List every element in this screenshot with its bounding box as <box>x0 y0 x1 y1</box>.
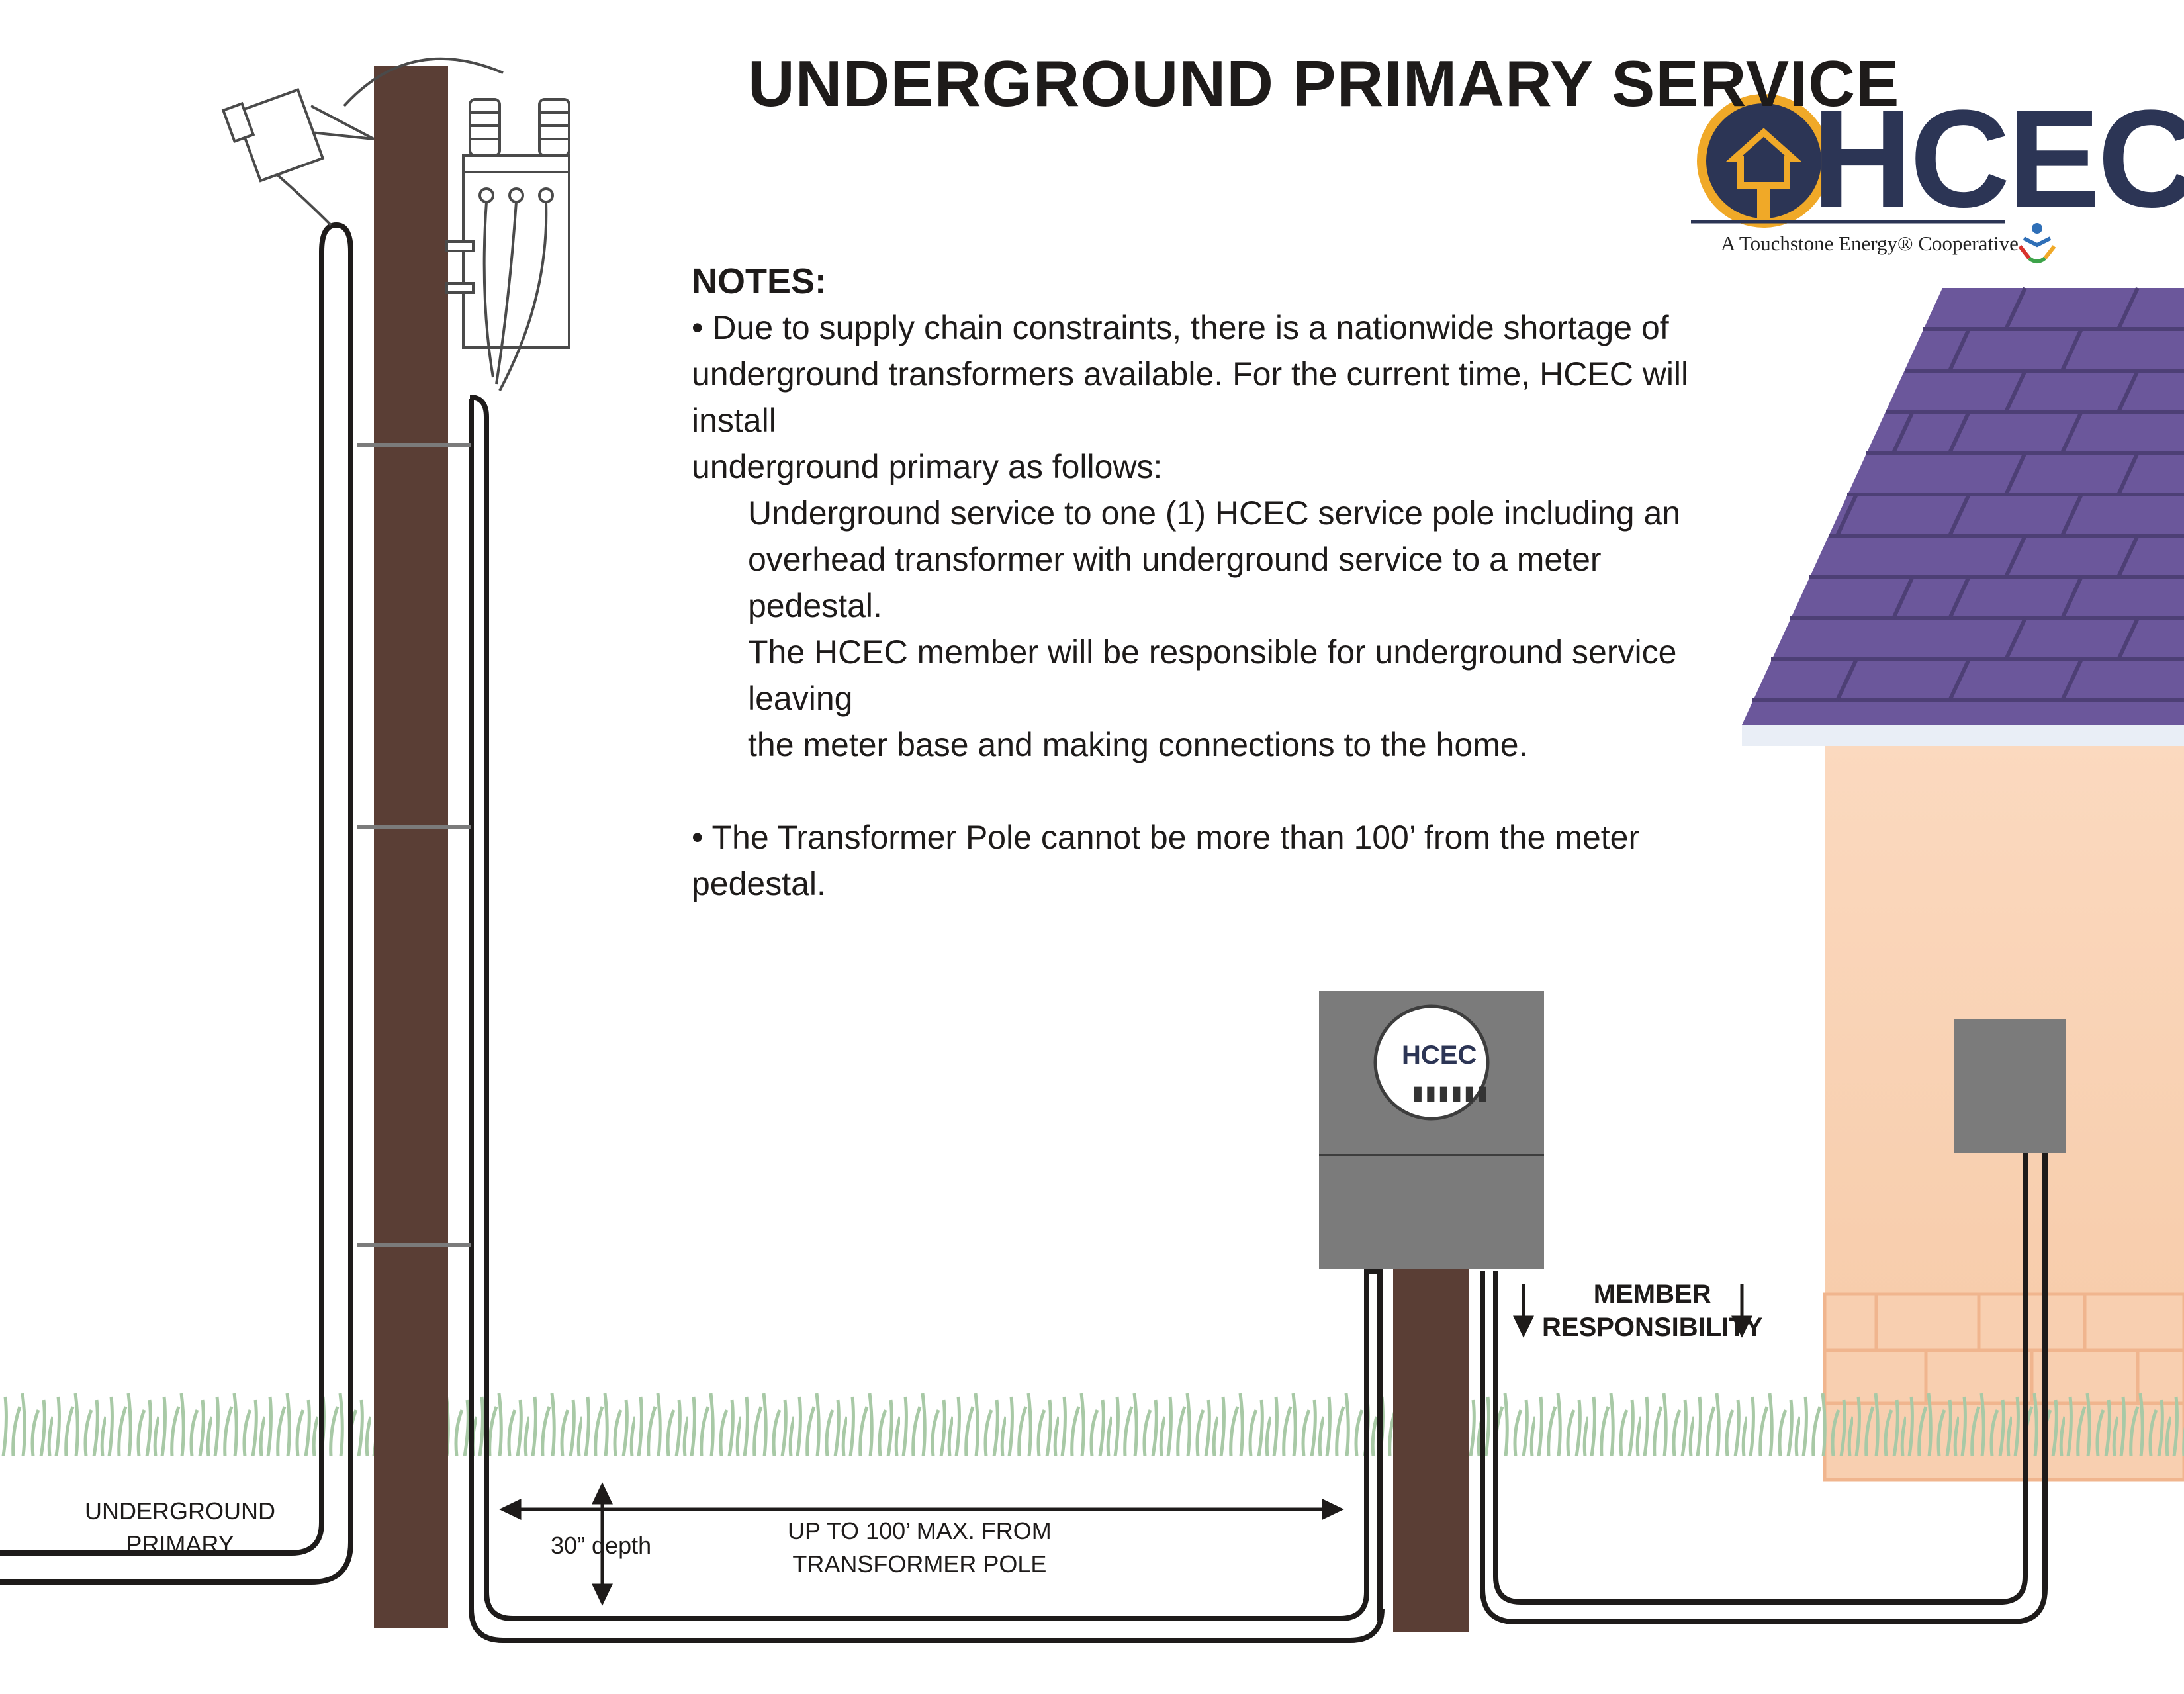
roof-shingles <box>1752 287 2184 702</box>
label-member-responsibility: MEMBER RESPONSIBILITY <box>1542 1278 1762 1344</box>
logo-tagline: A Touchstone Energy® Cooperative <box>1721 232 2019 255</box>
underground-primary-cable <box>0 222 353 1585</box>
notes-subline: The HCEC member will be responsible for … <box>748 634 1677 717</box>
label-underground-primary: UNDERGROUND PRIMARY <box>85 1495 275 1561</box>
touchstone-people-icon <box>2018 223 2056 263</box>
member-cable-inner <box>1493 1153 2028 1605</box>
house <box>1742 287 2184 1482</box>
page-title: UNDERGROUND PRIMARY SERVICE <box>748 47 1900 120</box>
transformer-pole <box>374 66 448 1628</box>
meter-digits: ▮▮▮▮▮▮ <box>1412 1082 1490 1104</box>
label-line: RESPONSIBILITY <box>1542 1313 1763 1342</box>
meter-logo: HCEC <box>1402 1041 1477 1070</box>
meter-pedestal <box>1319 991 1544 1269</box>
label-line: TRANSFORMER POLE <box>792 1550 1047 1577</box>
label-distance: UP TO 100’ MAX. FROM TRANSFORMER POLE <box>788 1515 1052 1581</box>
notes-line: underground transformers available. For … <box>692 355 1689 439</box>
notes-heading: NOTES: <box>692 261 827 301</box>
meter-face <box>1373 1004 1490 1121</box>
pedestal-post <box>1393 1261 1469 1632</box>
label-line: PRIMARY <box>126 1530 234 1558</box>
notes-subline: the meter base and making connections to… <box>748 726 1528 763</box>
member-cable <box>1480 1153 2048 1624</box>
label-line: UP TO 100’ MAX. FROM <box>788 1517 1052 1544</box>
notes-line: • The Transformer Pole cannot be more th… <box>692 819 1640 902</box>
pole-brackets <box>357 443 471 1247</box>
overhead-transformer <box>343 57 570 391</box>
label-line: MEMBER <box>1593 1280 1711 1309</box>
notes-block: NOTES: • Due to supply chain constraints… <box>692 258 1737 907</box>
dimension-arrows <box>499 1284 1752 1606</box>
roof-fascia <box>1742 725 2184 746</box>
notes-line: • Due to supply chain constraints, there… <box>692 309 1669 346</box>
secondary-cable-to-pedestal <box>469 395 1383 1621</box>
cables <box>0 222 2048 1643</box>
notes-subline: Underground service to one (1) HCEC serv… <box>748 494 1681 532</box>
notes-subline: overhead transformer with underground se… <box>748 541 1602 624</box>
cutout-switch <box>221 87 375 226</box>
hcec-logo-mark <box>1691 94 2056 263</box>
notes-spacer <box>692 768 1737 814</box>
label-depth: 30” depth <box>551 1532 652 1559</box>
secondary-cable-left <box>469 399 1385 1643</box>
label-line: UNDERGROUND <box>85 1497 275 1525</box>
notes-line: underground primary as follows: <box>692 448 1163 485</box>
grass <box>0 1390 2184 1456</box>
house-panel-box <box>1954 1019 2066 1153</box>
hcec-logo-text: HCEC <box>1812 81 2184 236</box>
